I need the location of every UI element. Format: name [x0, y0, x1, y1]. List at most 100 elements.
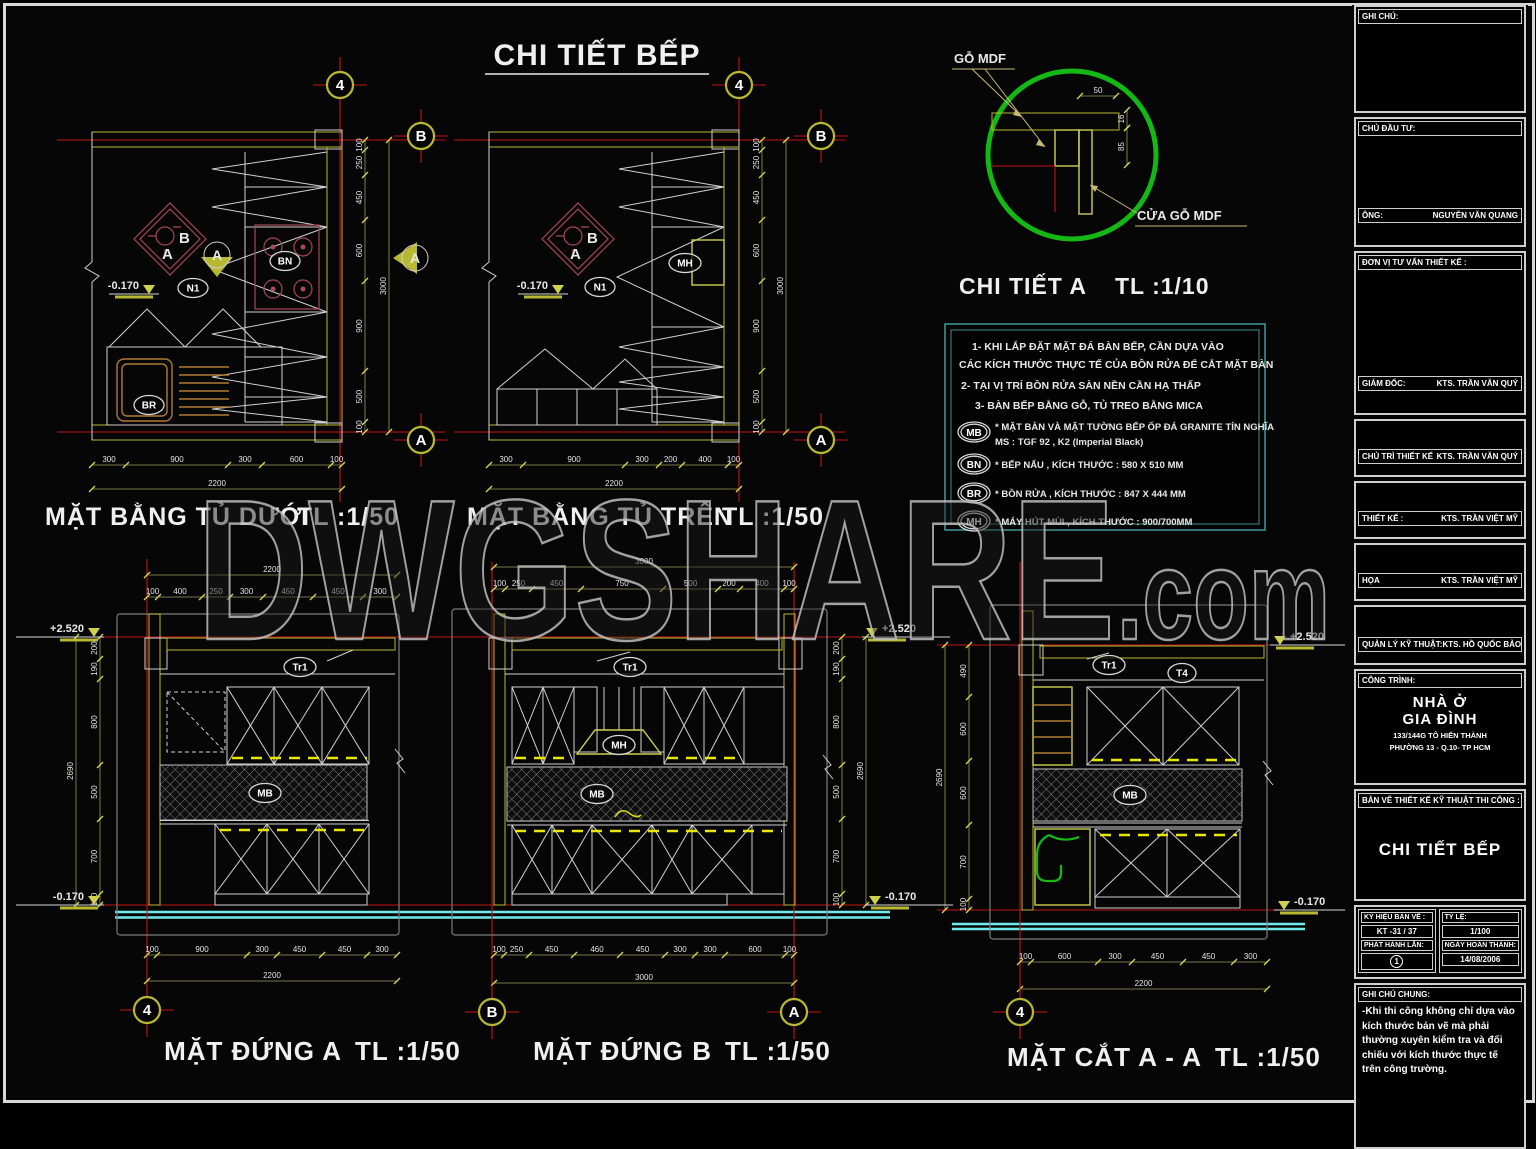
level-flag: -0.170 — [108, 280, 159, 299]
legend-mh: MH * MÁY HÚT MÙI , KÍCH THƯỚC : 900/700M… — [957, 510, 1192, 532]
svg-text:2- TẠI VỊ TRÍ BỒN RỬA SÀN NỀN: 2- TẠI VỊ TRÍ BỒN RỬA SÀN NỀN CẦN HẠ THẤ… — [961, 379, 1201, 392]
grid-bubble-a: A — [794, 413, 848, 467]
section-a-a — [989, 562, 1274, 1035]
svg-text:200: 200 — [832, 641, 841, 655]
svg-text:2690: 2690 — [856, 762, 865, 780]
svg-text:-0.170: -0.170 — [517, 280, 548, 292]
svg-text:100: 100 — [959, 897, 968, 911]
view-titles: MẶT BẰNG TỦ DƯỚI TL :1/50 MẶT BẰNG TỦ TR… — [45, 501, 1321, 1072]
level-flag: +2.520 — [862, 623, 950, 642]
svg-text:100: 100 — [752, 420, 761, 434]
svg-text:MẶT ĐỨNG B: MẶT ĐỨNG B — [533, 1036, 712, 1066]
svg-text:490: 490 — [959, 664, 968, 678]
svg-text:B: B — [487, 1004, 498, 1021]
drawing-code: KT -31 / 37 — [1361, 925, 1433, 938]
svg-text:450: 450 — [1151, 952, 1165, 961]
company-logo: B A — [541, 202, 615, 276]
svg-text:3000: 3000 — [635, 557, 653, 566]
svg-text:2200: 2200 — [263, 565, 281, 574]
svg-text:1- KHI LẮP ĐẶT MẶT ĐÁ BÀN BẾP,: 1- KHI LẮP ĐẶT MẶT ĐÁ BÀN BẾP, CẦN DỰA V… — [972, 340, 1224, 353]
svg-text:450: 450 — [293, 945, 307, 954]
svg-text:A: A — [789, 1004, 800, 1021]
svg-text:100: 100 — [752, 138, 761, 152]
sink-symbol — [106, 308, 283, 426]
svg-text:900: 900 — [752, 319, 761, 333]
svg-text:2200: 2200 — [263, 971, 281, 980]
counter-tag: MB — [248, 782, 282, 804]
svg-text:MB: MB — [966, 428, 982, 439]
svg-text:900: 900 — [195, 945, 209, 954]
svg-text:100: 100 — [492, 945, 506, 954]
legend-br: BR * BỒN RỬA , KÍCH THƯỚC : 847 X 444 MM — [957, 482, 1186, 504]
svg-text:450: 450 — [636, 945, 650, 954]
wood-block — [1054, 129, 1080, 167]
svg-text:.com: .com — [1117, 524, 1330, 667]
kickboard — [1094, 896, 1241, 909]
svg-text:CÁC KÍCH THƯỚC THỰC TẾ CỦA BỒN: CÁC KÍCH THƯỚC THỰC TẾ CỦA BỒN RỬA ĐỂ CẮ… — [959, 358, 1273, 371]
level-flag: +2.520 — [1270, 631, 1345, 650]
svg-text:700: 700 — [90, 849, 99, 863]
svg-text:MẶT BẰNG TỦ DƯỚI: MẶT BẰNG TỦ DƯỚI — [45, 501, 310, 531]
general-note-text: -Khi thi công không chỉ dựa vào kích thư… — [1362, 1006, 1515, 1075]
svg-text:250: 250 — [510, 945, 524, 954]
svg-text:MB: MB — [589, 790, 605, 801]
svg-text:A: A — [416, 432, 427, 449]
svg-text:* MÁY HÚT MÙI , KÍCH THƯỚC : 9: * MÁY HÚT MÙI , KÍCH THƯỚC : 900/700MM — [995, 516, 1192, 528]
svg-text:TL :1/50: TL :1/50 — [722, 503, 824, 531]
tb-general-note: GHI CHÚ CHUNG: -Khi thi công không chỉ d… — [1354, 983, 1526, 1149]
svg-text:MS : TGF 92 , K2 (Imperial Bla: MS : TGF 92 , K2 (Imperial Black) — [995, 437, 1143, 448]
svg-text:800: 800 — [832, 715, 841, 729]
tb-consultant-label: ĐƠN VỊ TƯ VẤN THIẾT KẾ : — [1362, 258, 1467, 267]
svg-text:300: 300 — [703, 945, 717, 954]
svg-text:MB: MB — [257, 789, 273, 800]
svg-text:TL :1/50: TL :1/50 — [297, 503, 399, 531]
svg-text:250: 250 — [752, 155, 761, 169]
svg-text:500: 500 — [832, 785, 841, 799]
svg-text:750: 750 — [615, 579, 629, 588]
svg-text:MH: MH — [611, 741, 627, 752]
svg-text:4: 4 — [735, 77, 744, 94]
project-address-2: PHƯỜNG 13 - Q.10- TP HCM — [1389, 743, 1491, 752]
dims-detail: 50 16 85 — [1076, 86, 1131, 169]
door-panel — [1078, 129, 1093, 215]
svg-text:190: 190 — [832, 662, 841, 676]
svg-text:TL :1/50: TL :1/50 — [1215, 1042, 1321, 1072]
level-flag: -0.170 — [517, 280, 568, 299]
svg-text:TL :1/50: TL :1/50 — [355, 1036, 461, 1066]
svg-text:700: 700 — [832, 849, 841, 863]
svg-text:100: 100 — [493, 579, 507, 588]
svg-text:Tr1: Tr1 — [622, 663, 637, 674]
svg-text:100: 100 — [832, 892, 841, 906]
svg-text:450: 450 — [331, 587, 345, 596]
svg-text:+2.520: +2.520 — [1290, 631, 1324, 643]
svg-text:-0.170: -0.170 — [53, 891, 84, 903]
level-lines — [55, 636, 1309, 931]
svg-text:600: 600 — [290, 455, 304, 464]
counter-tag: MB — [580, 783, 614, 805]
faucet-symbol — [614, 809, 642, 818]
svg-text:4: 4 — [1016, 1004, 1025, 1021]
svg-text:B: B — [816, 128, 827, 145]
section-arrow: A — [393, 242, 429, 274]
svg-text:300: 300 — [375, 945, 389, 954]
svg-text:100: 100 — [783, 945, 797, 954]
hood-canopy — [575, 729, 663, 755]
svg-text:MB: MB — [1122, 791, 1138, 802]
svg-text:450: 450 — [281, 587, 295, 596]
title-block: GHI CHÚ: CHỦ ĐẦU TƯ: ÔNG:NGUYỄN VĂN QUAN… — [1352, 5, 1528, 1149]
svg-text:MẶT CẮT A - A: MẶT CẮT A - A — [1007, 1042, 1202, 1072]
svg-text:900: 900 — [355, 319, 364, 333]
svg-text:900: 900 — [170, 455, 184, 464]
svg-text:BN: BN — [278, 257, 292, 268]
svg-text:300: 300 — [238, 455, 252, 464]
svg-text:A: A — [410, 250, 420, 266]
svg-text:100: 100 — [145, 945, 159, 954]
project-name-2: GIA ĐÌNH — [1402, 711, 1478, 728]
svg-text:600: 600 — [959, 786, 968, 800]
svg-text:200: 200 — [664, 455, 678, 464]
svg-text:N1: N1 — [594, 283, 607, 294]
svg-text:-0.170: -0.170 — [885, 891, 916, 903]
issue-number: 1 — [1390, 955, 1404, 968]
